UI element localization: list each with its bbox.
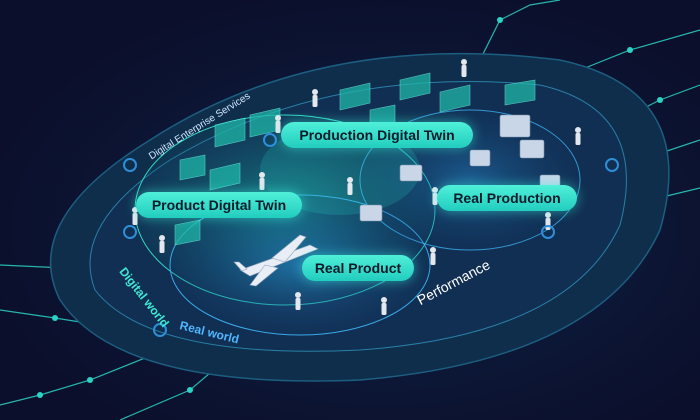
real-production-label: Real Production [437,185,577,211]
monitor-screen-icon [174,72,536,246]
airplane-icon [233,234,319,287]
real-product-label: Real Product [302,255,414,281]
person-figure-icon [132,59,581,315]
status-ring-icon [123,133,619,337]
product-digital-twin-label: Product Digital Twin [136,192,302,218]
production-digital-twin-label: Production Digital Twin [281,122,473,148]
real-world-zone [169,194,431,336]
